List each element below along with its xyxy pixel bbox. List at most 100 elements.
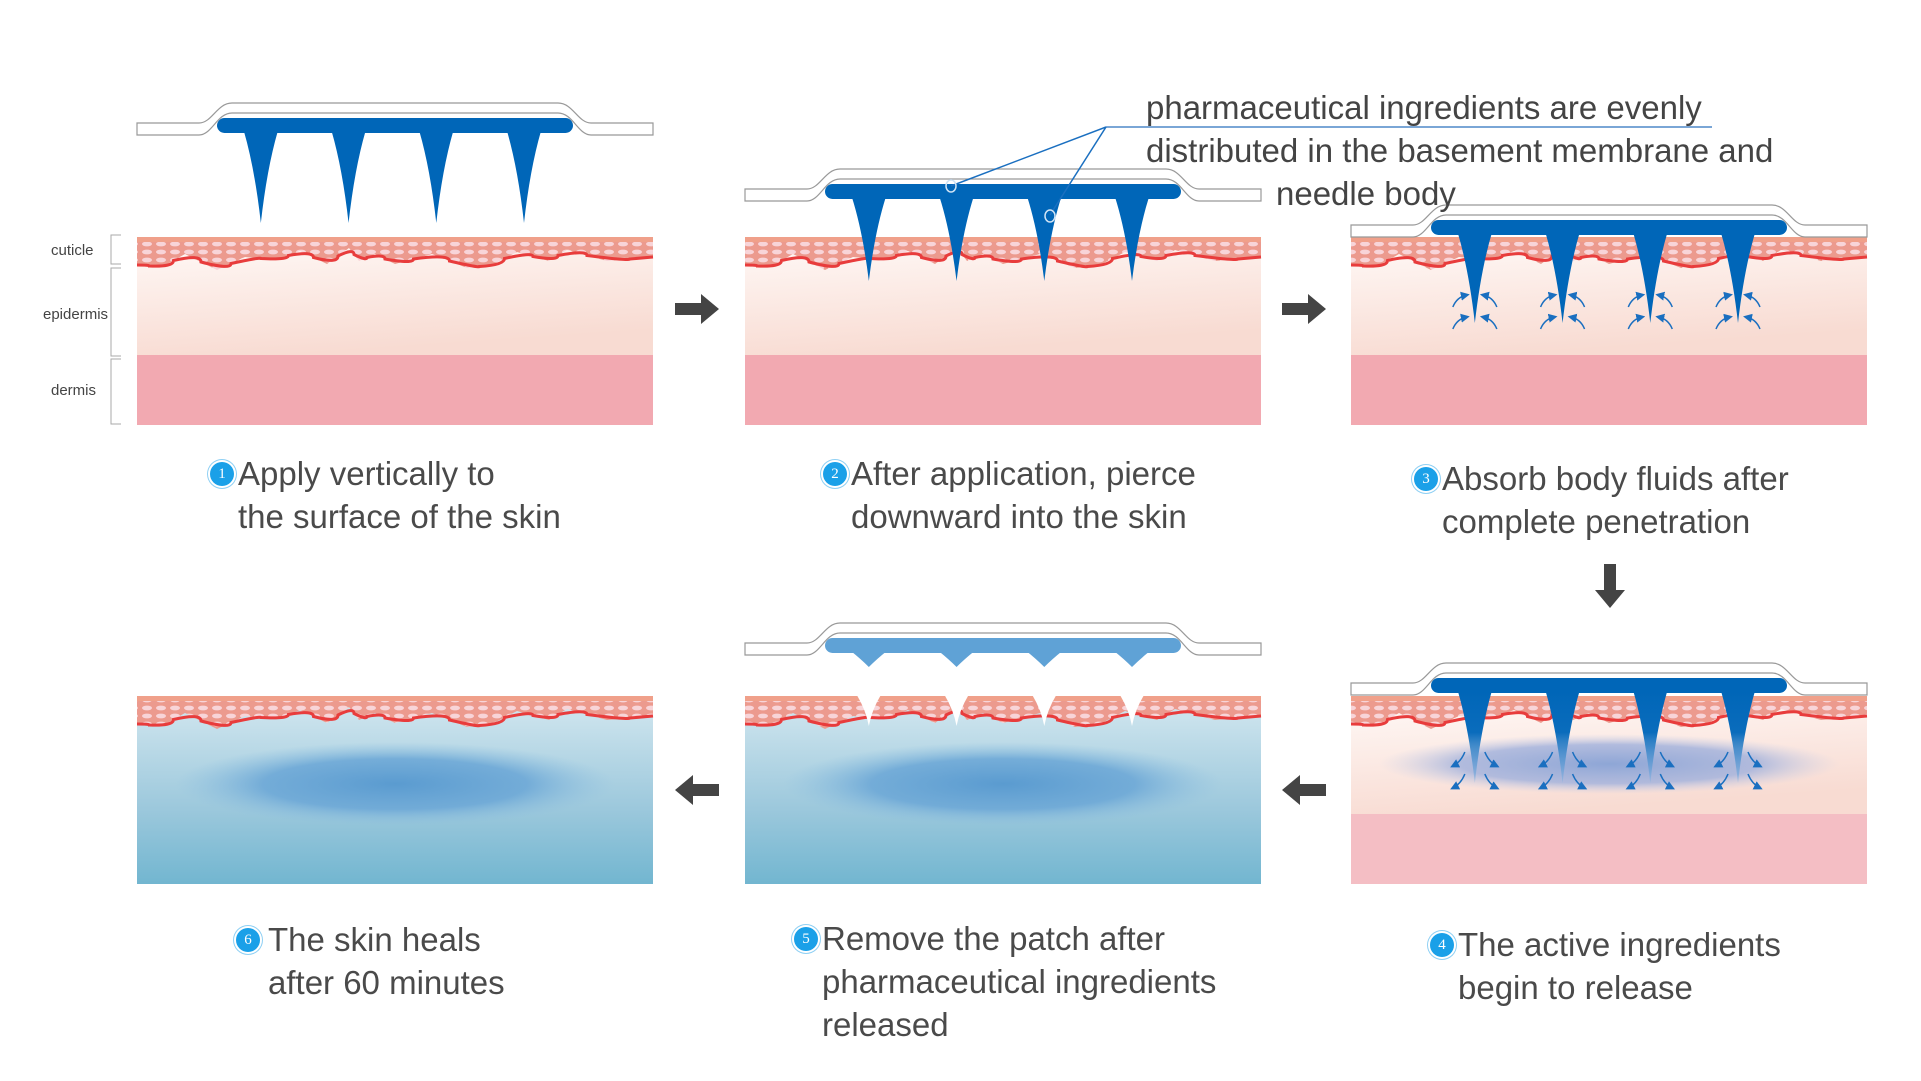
- cuticle-label: cuticle: [51, 242, 94, 259]
- microneedle-3: [1027, 197, 1062, 281]
- release-arrow-icon: [1625, 751, 1641, 768]
- release-arrow-icon: [1747, 751, 1763, 768]
- fluid-arrow-icon: [1539, 291, 1558, 308]
- patch-base-membrane: [1431, 220, 1787, 235]
- release-arrow-icon: [1484, 751, 1500, 768]
- microneedle-3: [1026, 651, 1063, 667]
- release-arrow-icon: [1659, 773, 1675, 790]
- basal-membrane-line: [136, 250, 654, 269]
- step-2-badge: 2: [823, 462, 847, 486]
- step-6-line-1: The skin heals: [268, 921, 481, 958]
- step-1-panel: [136, 102, 654, 425]
- release-arrow-icon: [1450, 751, 1466, 768]
- microneedle-2: [1545, 691, 1580, 783]
- basal-membrane-line: [744, 250, 1262, 269]
- fluid-arrow-icon: [1567, 313, 1586, 330]
- step-1-badge: 1: [210, 462, 234, 486]
- microneedle-2: [1545, 233, 1580, 323]
- puncture-hole-4: [1120, 695, 1144, 726]
- puncture-hole-1: [856, 695, 881, 726]
- basal-membrane-line: [136, 709, 654, 728]
- patch-backing-film: [744, 622, 1262, 656]
- step-6-badge: 6: [236, 928, 260, 952]
- puncture-hole-2: [944, 695, 969, 726]
- step-3-line-2: complete penetration: [1442, 503, 1751, 540]
- flow-arrow-right-icon: [675, 294, 719, 324]
- cuticle-layer: [137, 696, 653, 729]
- patch-base-membrane: [1431, 678, 1787, 693]
- step-4-badge: 4: [1430, 933, 1454, 957]
- patch-backing-film: [136, 102, 654, 136]
- step-5-caption: 5 Remove the patch after pharmaceutical …: [794, 917, 1216, 1046]
- dermis-label: dermis: [51, 382, 97, 399]
- step-4-line-1: The active ingredients: [1458, 926, 1781, 963]
- step-3-badge: 3: [1414, 467, 1438, 491]
- fluid-arrow-icon: [1452, 291, 1470, 308]
- callout-line-1: pharmaceutical ingredients are evenly: [1146, 89, 1702, 126]
- membrane-marker: [945, 179, 957, 193]
- fluid-arrow-icon: [1715, 291, 1733, 308]
- step-3-caption: 3 Absorb body fluids after complete pene…: [1414, 457, 1789, 543]
- microneedle-1: [1457, 691, 1492, 783]
- cuticle-surface: [745, 237, 1261, 242]
- microneedle-3: [1633, 233, 1668, 323]
- step-1-line-1: Apply vertically to: [238, 455, 495, 492]
- flow-arrow-down-icon: [1595, 564, 1625, 608]
- fluid-arrow-icon: [1715, 313, 1733, 330]
- cuticle-surface: [1351, 237, 1867, 242]
- release-arrow-icon: [1659, 751, 1675, 768]
- microneedle-4: [1721, 691, 1755, 783]
- patch-base-membrane: [825, 638, 1181, 653]
- microneedle-1: [1457, 233, 1492, 323]
- microneedle-1: [851, 197, 886, 281]
- step-1-line-2: the surface of the skin: [238, 498, 561, 535]
- step-3-line-1: Absorb body fluids after: [1442, 460, 1789, 497]
- microneedle-4: [1114, 651, 1150, 667]
- layer-brackets: [110, 234, 121, 425]
- step-6-line-2: after 60 minutes: [268, 964, 505, 1001]
- dermis-layer: [745, 355, 1261, 425]
- release-arrow-icon: [1713, 773, 1729, 790]
- step-2-line-2: downward into the skin: [851, 498, 1187, 535]
- step-6-caption: 6 The skin heals after 60 minutes: [236, 918, 505, 1004]
- drug-release-zone: [1379, 734, 1839, 794]
- patch-base-membrane: [825, 184, 1181, 199]
- microneedle-2: [939, 197, 974, 281]
- step-2-caption: 2 After application, pierce downward int…: [823, 452, 1196, 538]
- microneedle-4: [507, 131, 541, 223]
- step-4-panel: [1350, 662, 1868, 884]
- patch-base-membrane: [217, 118, 573, 133]
- drug-diffusion-zone: [175, 742, 615, 826]
- patch-backing-film: [1350, 204, 1868, 238]
- callout-text: pharmaceutical ingredients are evenly di…: [1146, 86, 1773, 215]
- basal-membrane-line: [744, 709, 1262, 728]
- patch-backing-film: [1350, 662, 1868, 696]
- step-6-panel: [136, 696, 654, 884]
- microneedle-4: [1721, 233, 1755, 323]
- cuticle-surface: [137, 696, 653, 701]
- fluid-arrow-icon: [1655, 291, 1673, 308]
- cuticle-layer: [137, 237, 653, 270]
- fluid-arrow-icon: [1479, 313, 1498, 330]
- fluid-arrow-icon: [1452, 313, 1470, 330]
- release-arrow-icon: [1571, 751, 1588, 768]
- patch-backing-film: [744, 168, 1262, 202]
- step-5-line-1: Remove the patch after: [822, 920, 1166, 957]
- flow-arrow-left-icon: [1282, 775, 1326, 805]
- drug-diffusion-zone: [783, 742, 1223, 826]
- callout-line-2: distributed in the basement membrane and: [1146, 132, 1774, 169]
- dermis-layer: [137, 355, 653, 425]
- step-5-line-3: released: [822, 1006, 949, 1043]
- cuticle-surface: [137, 237, 653, 242]
- step-5-panel: [744, 622, 1262, 884]
- microneedle-2: [331, 131, 366, 223]
- fluid-arrow-icon: [1743, 291, 1761, 308]
- microneedle-1: [850, 651, 887, 667]
- microneedle-3: [419, 131, 454, 223]
- fluid-arrow-icon: [1627, 291, 1646, 308]
- flow-arrow-left-icon: [675, 775, 719, 805]
- release-arrow-icon: [1537, 751, 1554, 768]
- step-4-caption: 4 The active ingredients begin to releas…: [1430, 923, 1781, 1009]
- microneedle-2: [938, 651, 975, 667]
